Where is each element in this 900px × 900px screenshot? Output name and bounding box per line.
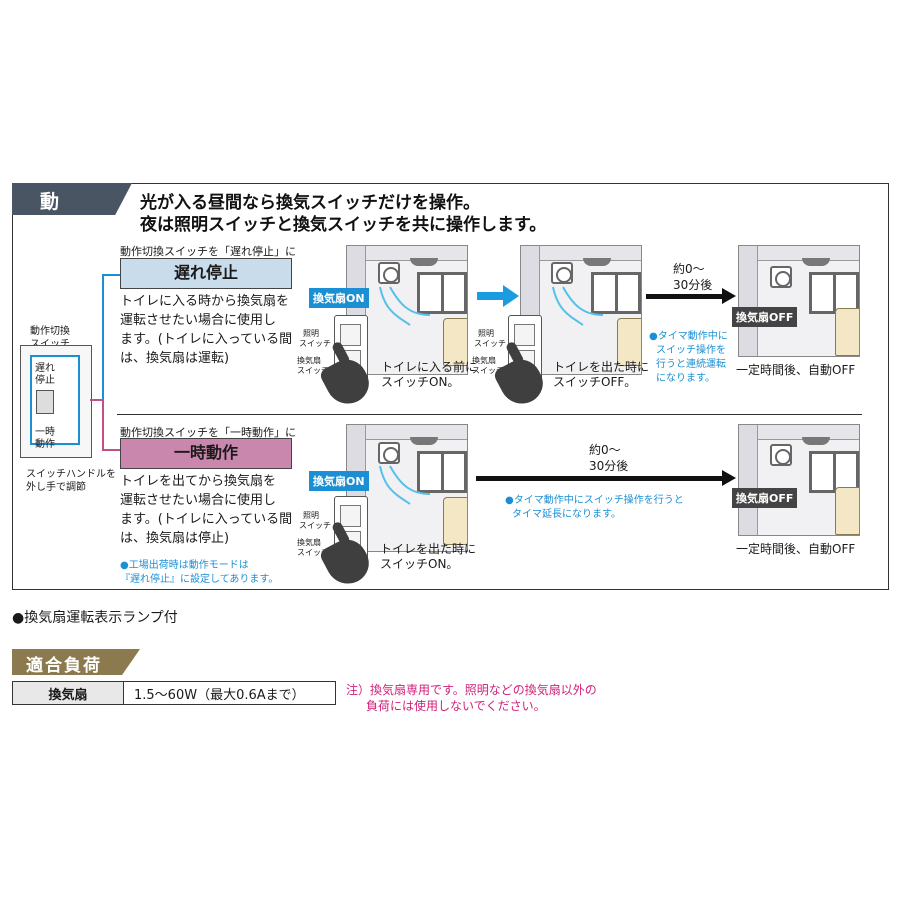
light-switch-key[interactable] (514, 324, 535, 346)
temp-desc-3: ます。(トイレに入っている間 (120, 512, 293, 527)
delay-scene-3-badge: 換気扇OFF (732, 307, 798, 327)
timer-arrow-icon (476, 470, 736, 486)
light-switch-key[interactable] (340, 505, 361, 527)
ceiling-light-icon (410, 258, 438, 266)
delay-mode-title: 遅れ停止 (120, 258, 292, 289)
temp-desc-4: は、換気扇は停止) (120, 531, 230, 546)
side-switch-label-1: 動作切換 (30, 326, 70, 337)
operation-panel (12, 183, 889, 590)
side-opt-temp-1: 一時 (35, 427, 55, 438)
table-row: 換気扇 1.5～60W（最大0.6Aまで） (12, 681, 336, 705)
light-switch-label-2: スイッチ (474, 339, 506, 348)
fan-icon (770, 444, 792, 466)
light-switch-label-1: 照明 (303, 511, 319, 520)
headline-line-1: 光が入る昼間なら換気スイッチだけを操作。 (140, 193, 480, 213)
side-switch-note-1: スイッチハンドルを (26, 469, 116, 480)
temp-scene-3-badge: 換気扇OFF (732, 488, 798, 508)
temp-note-2: タイマ延長になります。 (512, 509, 621, 520)
blue-arrow-icon (477, 285, 519, 307)
fan-switch-label-1: 換気扇 (472, 356, 496, 365)
delay-desc-3: ます。(トイレに入っている間 (120, 332, 293, 347)
mode-divider (117, 414, 862, 415)
delay-scene-1-badge: 換気扇ON (309, 288, 369, 308)
headline-line-2: 夜は照明スイッチと換気スイッチを共に操作します。 (140, 215, 547, 235)
side-switch-label-2: スイッチ (30, 335, 70, 350)
load-note-1: 注）換気扇専用です。照明などの換気扇以外の (346, 683, 597, 697)
delay-note-3: 行うと連続運転 (656, 359, 726, 370)
light-switch-label-1: 照明 (478, 329, 494, 338)
airflow-icon (379, 465, 431, 505)
fan-icon (770, 266, 792, 288)
fan-switch-label-2: スイッチ (297, 366, 329, 375)
delay-scene-2-caption-1: トイレを出た時に (553, 360, 650, 374)
delay-timer-2: 30分後 (673, 278, 713, 292)
side-opt-temp-2: 動作 (35, 439, 55, 450)
light-switch-label-1: 照明 (303, 329, 319, 338)
side-switch-note-2: 外し手で調節 (26, 482, 86, 493)
delay-scene-1-caption-1: トイレに入る前に (381, 360, 478, 374)
temp-scene-1-caption-1: トイレを出た時に (380, 542, 477, 556)
load-title: 適合負荷 (26, 656, 102, 676)
load-section-tag: 適合負荷 (12, 649, 140, 675)
temp-desc-1: トイレを出てから換気扇を (120, 474, 277, 489)
feature-lamp: ●換気扇運転表示ランプ付 (12, 610, 178, 626)
delay-timer-1: 約0～ (673, 262, 705, 276)
delay-scene-3-caption: 一定時間後、自動OFF (736, 363, 856, 377)
delay-note-1: ●タイマ動作中に (649, 331, 728, 342)
selector-knob[interactable] (36, 390, 54, 414)
factory-note-2: 『遅れ停止』に設定してあります。 (120, 574, 279, 585)
airflow-icon (379, 286, 431, 326)
section-tag: 動 作 (12, 183, 132, 215)
fan-switch-label-2: スイッチ (297, 548, 329, 557)
temp-scene-1-caption-2: スイッチON。 (380, 557, 459, 571)
fan-switch-label-1: 換気扇 (297, 356, 321, 365)
mode-connector-lines (90, 274, 120, 451)
delay-desc-1: トイレに入る時から換気扇を (120, 294, 290, 309)
load-row-label: 換気扇 (12, 681, 124, 705)
factory-note-1: ●工場出荷時は動作モードは (120, 560, 249, 571)
delay-scene-3-room (738, 245, 860, 357)
temp-scene-3-room (738, 424, 860, 536)
delay-note-2: スイッチ操作を (656, 345, 726, 356)
delay-mode-caption: 動作切換スイッチを「遅れ停止」に (120, 245, 296, 258)
delay-desc-4: は、換気扇は運転) (120, 351, 230, 366)
temp-desc-2: 運転させたい場合に使用し (120, 493, 277, 508)
fan-switch-label-2: スイッチ (472, 366, 504, 375)
load-table: 換気扇 1.5～60W（最大0.6Aまで） (12, 681, 336, 705)
airflow-icon (552, 286, 604, 326)
delay-desc-2: 運転させたい場合に使用し (120, 313, 277, 328)
light-switch-label-2: スイッチ (299, 521, 331, 530)
delay-scene-2-caption-2: スイッチOFF。 (553, 375, 637, 389)
delay-note-4: になります。 (656, 373, 715, 384)
temp-timer-1: 約0～ (589, 443, 621, 457)
timer-arrow-icon (646, 288, 736, 304)
ceiling-light-icon (583, 258, 611, 266)
temp-scene-1-badge: 換気扇ON (309, 471, 369, 491)
section-title: 動 作 (40, 191, 107, 240)
temp-timer-2: 30分後 (589, 459, 629, 473)
light-switch-label-2: スイッチ (299, 339, 331, 348)
fan-icon (551, 262, 573, 284)
temp-note-1: ●タイマ動作中にスイッチ操作を行うと (505, 495, 684, 506)
side-opt-delay-1: 遅れ (35, 363, 55, 374)
fan-icon (378, 262, 400, 284)
temp-scene-3-caption: 一定時間後、自動OFF (736, 542, 856, 556)
ceiling-light-icon (802, 437, 830, 445)
fan-icon (378, 442, 400, 464)
load-row-value: 1.5～60W（最大0.6Aまで） (123, 681, 336, 705)
temp-mode-caption: 動作切換スイッチを「一時動作」に (120, 426, 296, 439)
fan-switch-label-1: 換気扇 (297, 538, 321, 547)
light-switch-key[interactable] (340, 324, 361, 346)
load-note-2: 負荷には使用しないでください。 (366, 699, 546, 713)
ceiling-light-icon (802, 258, 830, 266)
temp-mode-title: 一時動作 (120, 438, 292, 469)
ceiling-light-icon (410, 437, 438, 445)
delay-scene-1-caption-2: スイッチON。 (381, 375, 460, 389)
side-opt-delay-2: 停止 (35, 375, 55, 386)
